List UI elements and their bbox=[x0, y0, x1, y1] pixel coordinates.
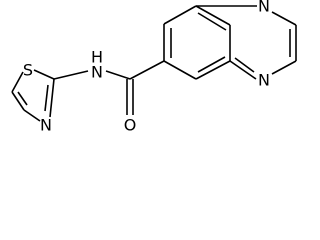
bonds bbox=[11, 5, 297, 122]
atom-carbonyl-oxygen-label: O bbox=[124, 116, 137, 135]
bond-c2-nh bbox=[53, 70, 89, 80]
thiazolyl-quinoxaline-carboxamide-structure: S N H N O N N bbox=[11, 0, 297, 135]
bond-c8-c7-inner bbox=[197, 56, 226, 73]
atom-amide-hydrogen-label: H bbox=[91, 48, 103, 67]
bond-s-c5 bbox=[11, 71, 24, 93]
bond-n3-c2-inner bbox=[44, 84, 49, 112]
bond-n4-c8a-inner bbox=[234, 57, 255, 73]
bond-n3-c2 bbox=[49, 78, 55, 118]
bond-c8-c7 bbox=[195, 60, 231, 80]
bond-c7-c6 bbox=[163, 60, 197, 80]
bond-c5-c4a bbox=[163, 5, 197, 25]
atom-amide-nitrogen-label: N bbox=[91, 63, 103, 82]
atom-quinoxaline-n-lower-label: N bbox=[258, 71, 270, 90]
bond-c5-c4 bbox=[11, 91, 25, 111]
bond-c3-n4 bbox=[271, 60, 297, 75]
bond-c4a-c8a bbox=[195, 5, 231, 26]
bond-s-c2 bbox=[33, 69, 55, 80]
atom-quinoxaline-n-upper-label: N bbox=[258, 0, 270, 16]
bond-c4-n3 bbox=[23, 109, 41, 122]
atom-sulfur-label: S bbox=[23, 61, 33, 80]
bond-nh-carbonyl bbox=[105, 70, 131, 80]
atom-labels: S N H N O N N bbox=[23, 0, 270, 135]
atom-thiazole-nitrogen-label: N bbox=[40, 116, 52, 135]
bond-n1-c2 bbox=[271, 11, 297, 26]
bond-carbonyl-ring bbox=[129, 60, 165, 80]
bond-c5-c4-inner bbox=[17, 91, 28, 106]
bond-c4a-c8a-inner bbox=[197, 12, 227, 31]
bond-n4-c8a bbox=[229, 60, 257, 80]
